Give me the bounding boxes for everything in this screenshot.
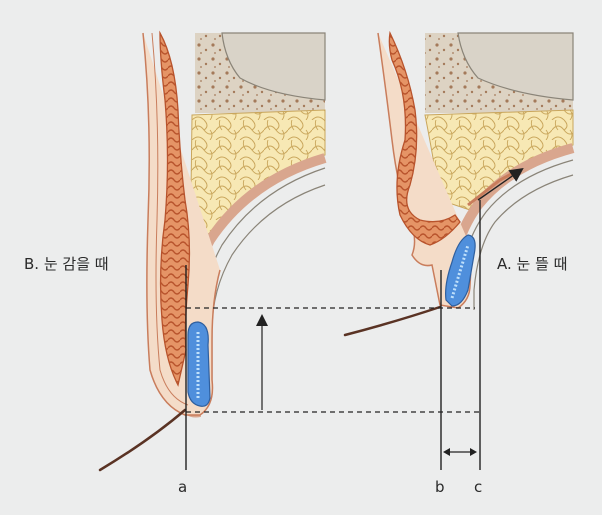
measurement-lines: [185, 200, 481, 470]
open-eye-anatomy: [343, 30, 575, 337]
meibomian-glands: [450, 244, 470, 299]
closed-eye-label: B. 눈 감을 때: [24, 255, 109, 273]
orbicularis-muscle: [388, 30, 461, 246]
bc-arrowhead-left: [443, 448, 450, 456]
eyelash: [343, 305, 442, 337]
line-c-label: c: [474, 478, 483, 496]
eyelash: [98, 408, 187, 472]
line-a-label: a: [178, 478, 188, 496]
orbicularis-muscle: [159, 30, 191, 387]
eyeball: [221, 32, 326, 101]
eyeball: [457, 32, 574, 101]
retraction-arrow: [477, 167, 524, 201]
closed-eye-anatomy: [98, 30, 327, 472]
line-b-label: b: [435, 478, 445, 496]
open-eye-label: A. 눈 뜰 때: [497, 255, 568, 273]
bc-arrowhead-right: [470, 448, 477, 456]
